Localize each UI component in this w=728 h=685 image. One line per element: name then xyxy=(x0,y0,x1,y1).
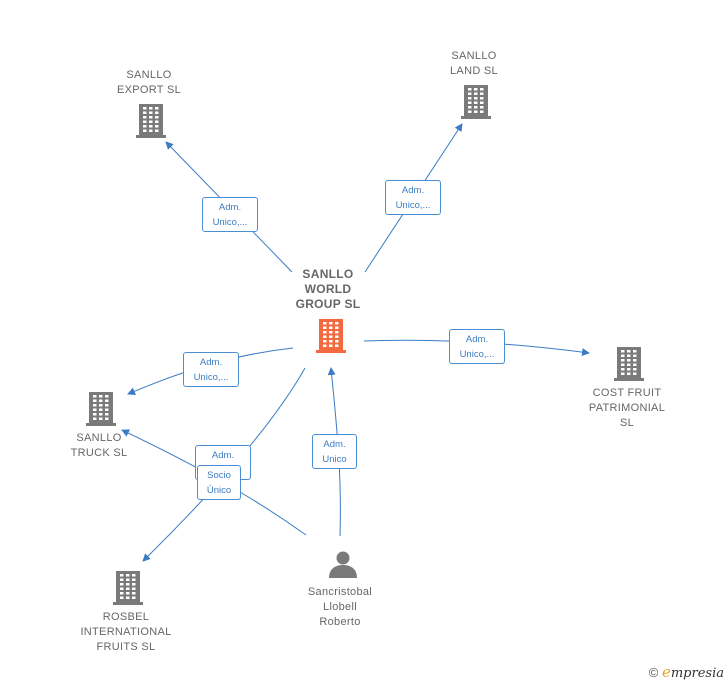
building-icon-truck xyxy=(86,392,116,426)
brand-initial: e xyxy=(661,663,671,681)
person-icon xyxy=(329,551,357,578)
copyright-icon: © xyxy=(648,665,659,680)
node-label-land: SANLLO LAND SL xyxy=(450,50,498,77)
edge-label-export[interactable]: Adm. Unico,... xyxy=(202,197,258,232)
node-label-rosbel: ROSBEL INTERNATIONAL FRUITS SL xyxy=(80,611,172,653)
building-icon-rosbel xyxy=(113,571,143,605)
node-label-cost: COST FRUIT PATRIMONIAL SL xyxy=(588,387,666,429)
brand-watermark: © empresia xyxy=(649,663,724,681)
building-icon-export xyxy=(136,104,166,138)
edge-label-person-center[interactable]: Adm. Unico xyxy=(312,434,357,469)
edge-label-socio[interactable]: Socio Único xyxy=(197,465,241,500)
node-label-person: Sancristobal Llobell Roberto xyxy=(307,586,373,628)
node-label-export: SANLLO EXPORT SL xyxy=(116,69,182,96)
node-label-center: SANLLO WORLD GROUP SL xyxy=(295,267,361,311)
edge-label-land[interactable]: Adm. Unico,... xyxy=(385,180,441,215)
brand-name: mpresia xyxy=(670,666,724,681)
building-icon-cost xyxy=(614,347,644,381)
building-icon-center xyxy=(316,319,346,353)
edge-label-truck[interactable]: Adm. Unico,... xyxy=(183,352,239,387)
edge-label-cost[interactable]: Adm. Unico,... xyxy=(449,329,505,364)
node-label-truck: SANLLO TRUCK SL xyxy=(70,432,128,459)
building-icon-land xyxy=(461,85,491,119)
